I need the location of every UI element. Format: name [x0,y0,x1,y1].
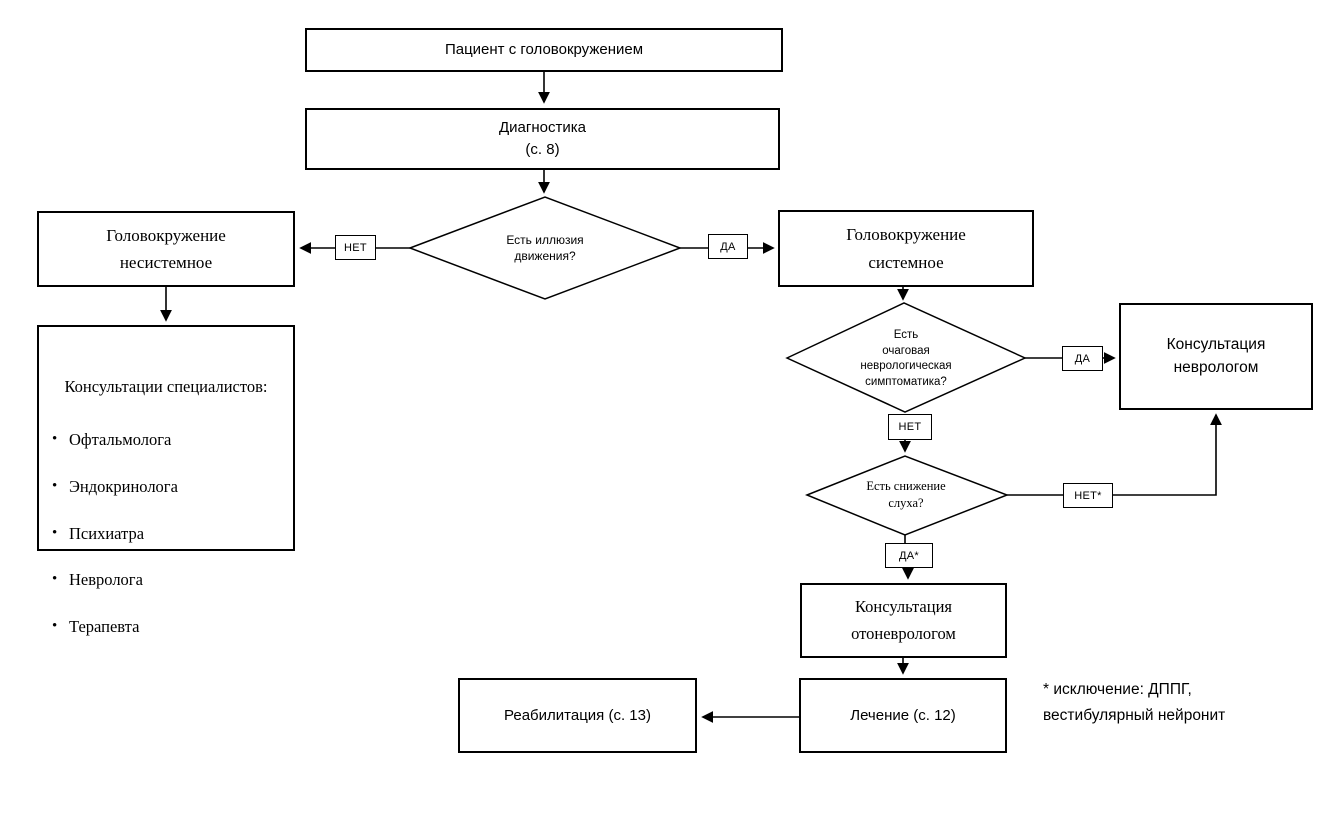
specialist-consultations-box: Консультации специалистов: Офтальмолога … [37,325,295,636]
diagnostics-box: Диагностика (с. 8) [305,108,780,170]
consultations-list: Офтальмолога Эндокринолога Психиатра Нев… [39,403,178,664]
otoneurologist-consultation-box: Консультация отоневрологом [800,583,1007,658]
label-yes-hearing: ДА* [885,543,933,568]
rehabilitation-box: Реабилитация (с. 13) [458,678,697,753]
neurologist-consultation-box: Консультация неврологом [1119,303,1313,410]
label-yes-illusion: ДА [708,234,748,259]
consultations-title: Консультации специалистов: [64,377,268,396]
patient-box: Пациент с головокружением [305,28,783,72]
decision-hearing-diamond [804,455,1010,536]
list-item: Офтальмолога [52,429,178,451]
decision-focal-diamond [785,302,1027,413]
footnote-exception: * исключение: ДППГ, вестибулярный нейрон… [1043,681,1226,724]
label-no-illusion: НЕТ [335,235,376,260]
treatment-box: Лечение (с. 12) [799,678,1007,753]
label-no-hearing: НЕТ* [1063,483,1113,508]
list-item: Невролога [52,569,178,591]
label-no-focal: НЕТ [888,414,932,440]
edge-decision3-no-b [1113,413,1222,496]
list-item: Психиатра [52,523,178,545]
decision-illusion-diamond [407,196,683,300]
systemic-dizziness-box: Головокружение системное [778,210,1034,287]
list-item: Эндокринолога [52,476,178,498]
label-yes-focal: ДА [1062,346,1103,371]
list-item: Терапевта [52,616,178,638]
nonsystemic-dizziness-box: Головокружение несистемное [37,211,295,287]
